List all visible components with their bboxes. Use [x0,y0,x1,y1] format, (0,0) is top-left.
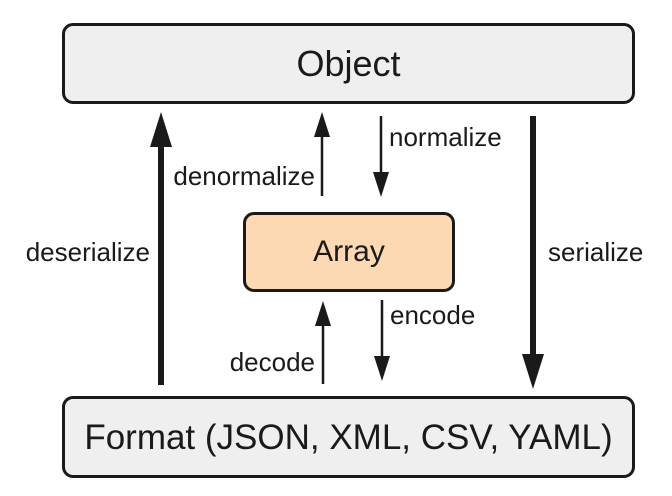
deserialize-label: deserialize [25,237,150,267]
deserialize-arrow [150,112,172,385]
decode-arrow [315,301,331,384]
denormalize-arrow [314,112,330,196]
encode-arrow [374,300,390,381]
array-node-label: Array [313,235,385,268]
format-node: Format (JSON, XML, CSV, YAML) [62,396,635,478]
normalize-arrow [373,116,389,197]
normalize-label: normalize [389,122,502,152]
format-node-label: Format (JSON, XML, CSV, YAML) [84,417,613,457]
encode-label: encode [390,300,476,330]
decode-label: decode [229,347,315,377]
serialize-label: serialize [548,237,644,267]
denormalize-label: denormalize [173,161,315,191]
object-node: Object [62,23,635,104]
serialize-arrow [522,116,544,389]
object-node-label: Object [296,42,401,84]
array-node: Array [243,212,455,292]
